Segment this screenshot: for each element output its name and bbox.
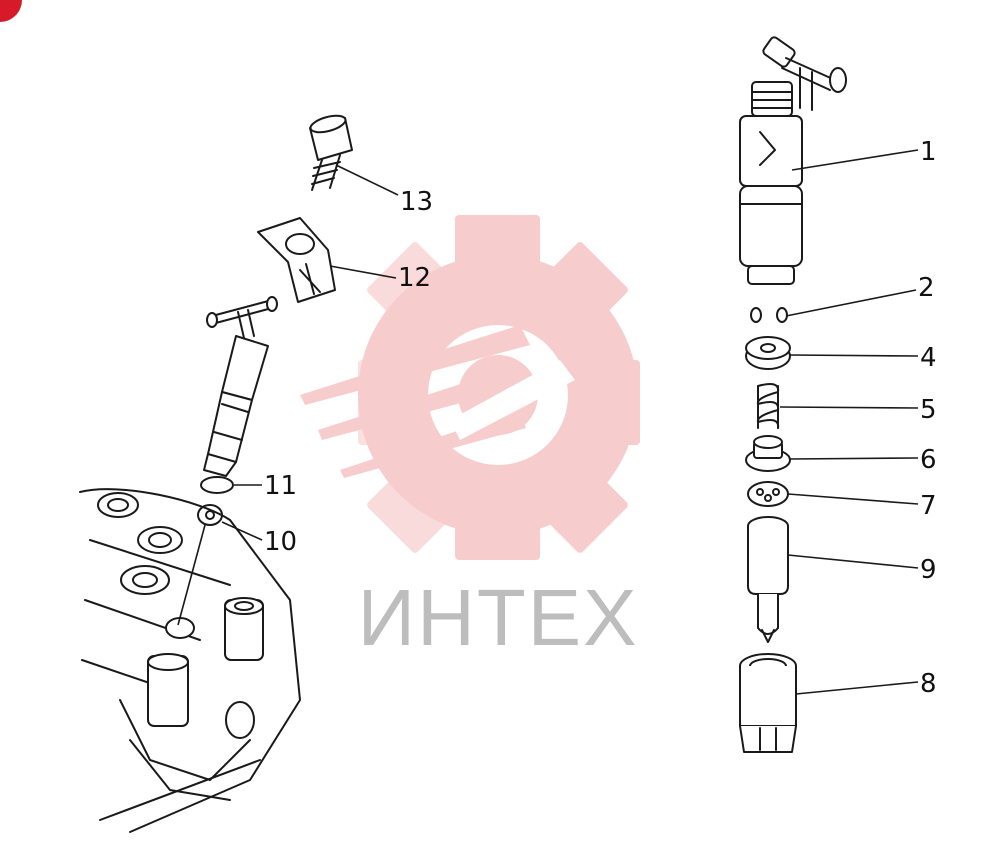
callout-13: 13 — [400, 187, 433, 217]
callout-12: 12 — [398, 263, 431, 293]
callout-10: 10 — [264, 527, 297, 557]
callout-11: 11 — [264, 471, 297, 501]
callout-4: 4 — [920, 343, 937, 373]
cylinder-head — [79, 488, 301, 833]
callout-6: 6 — [920, 445, 937, 475]
callout-9: 9 — [920, 555, 937, 585]
spring-seat — [745, 435, 791, 472]
leader-lines-right — [779, 149, 919, 695]
fuel-fitting — [762, 36, 847, 111]
clamp — [257, 217, 336, 303]
callout-8: 8 — [920, 669, 937, 699]
installed-assembly — [79, 114, 399, 833]
installed-injector — [203, 296, 278, 477]
callout-1: 1 — [920, 137, 937, 167]
nozzle — [747, 516, 789, 643]
watermark-logo — [300, 215, 640, 560]
injector-exploded-view — [739, 36, 919, 753]
seal — [197, 504, 223, 526]
injector-holder — [739, 81, 803, 285]
retaining-nut — [739, 653, 797, 753]
spring — [756, 383, 780, 429]
leader-lines-left — [177, 164, 399, 626]
corner-marker — [0, 0, 22, 22]
callout-7: 7 — [920, 491, 937, 521]
gasket-ring — [200, 476, 234, 494]
callout-5: 5 — [920, 395, 937, 425]
o-rings — [750, 307, 788, 323]
washer — [745, 336, 791, 370]
callout-2: 2 — [918, 273, 935, 303]
watermark-text: ИНТЕХ — [358, 573, 639, 662]
bolt — [309, 114, 353, 191]
spacer-disc — [747, 481, 789, 507]
